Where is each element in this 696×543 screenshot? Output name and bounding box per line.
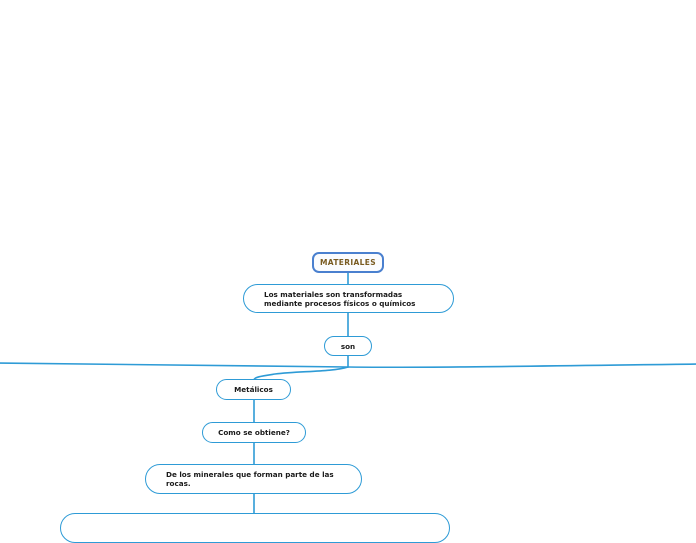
mindmap-canvas: MATERIALES Los materiales son transforma…	[0, 252, 696, 543]
edge-branch-right	[347, 363, 696, 369]
edge-branch-left	[0, 362, 349, 368]
connector-layer	[0, 272, 696, 515]
node-clipped-bottom[interactable]	[60, 513, 450, 543]
node-metalicos-label: Metálicos	[234, 385, 273, 394]
node-de-los-minerales-label: De los minerales que forman parte de las…	[166, 470, 334, 488]
node-materiales[interactable]: MATERIALES	[312, 252, 384, 273]
node-son[interactable]: son	[324, 336, 372, 356]
node-de-los-minerales[interactable]: De los minerales que forman parte de las…	[145, 464, 362, 494]
node-como-se-obtiene-label: Como se obtiene?	[218, 428, 290, 437]
node-como-se-obtiene[interactable]: Como se obtiene?	[202, 422, 306, 443]
node-metalicos[interactable]: Metálicos	[216, 379, 291, 400]
edge-junction-metalicos	[253, 366, 349, 381]
node-statement[interactable]: Los materiales son transformadas mediant…	[243, 284, 454, 313]
node-materiales-label: MATERIALES	[319, 257, 377, 267]
node-son-label: son	[340, 341, 356, 351]
node-statement-label: Los materiales son transformadas mediant…	[264, 289, 416, 308]
